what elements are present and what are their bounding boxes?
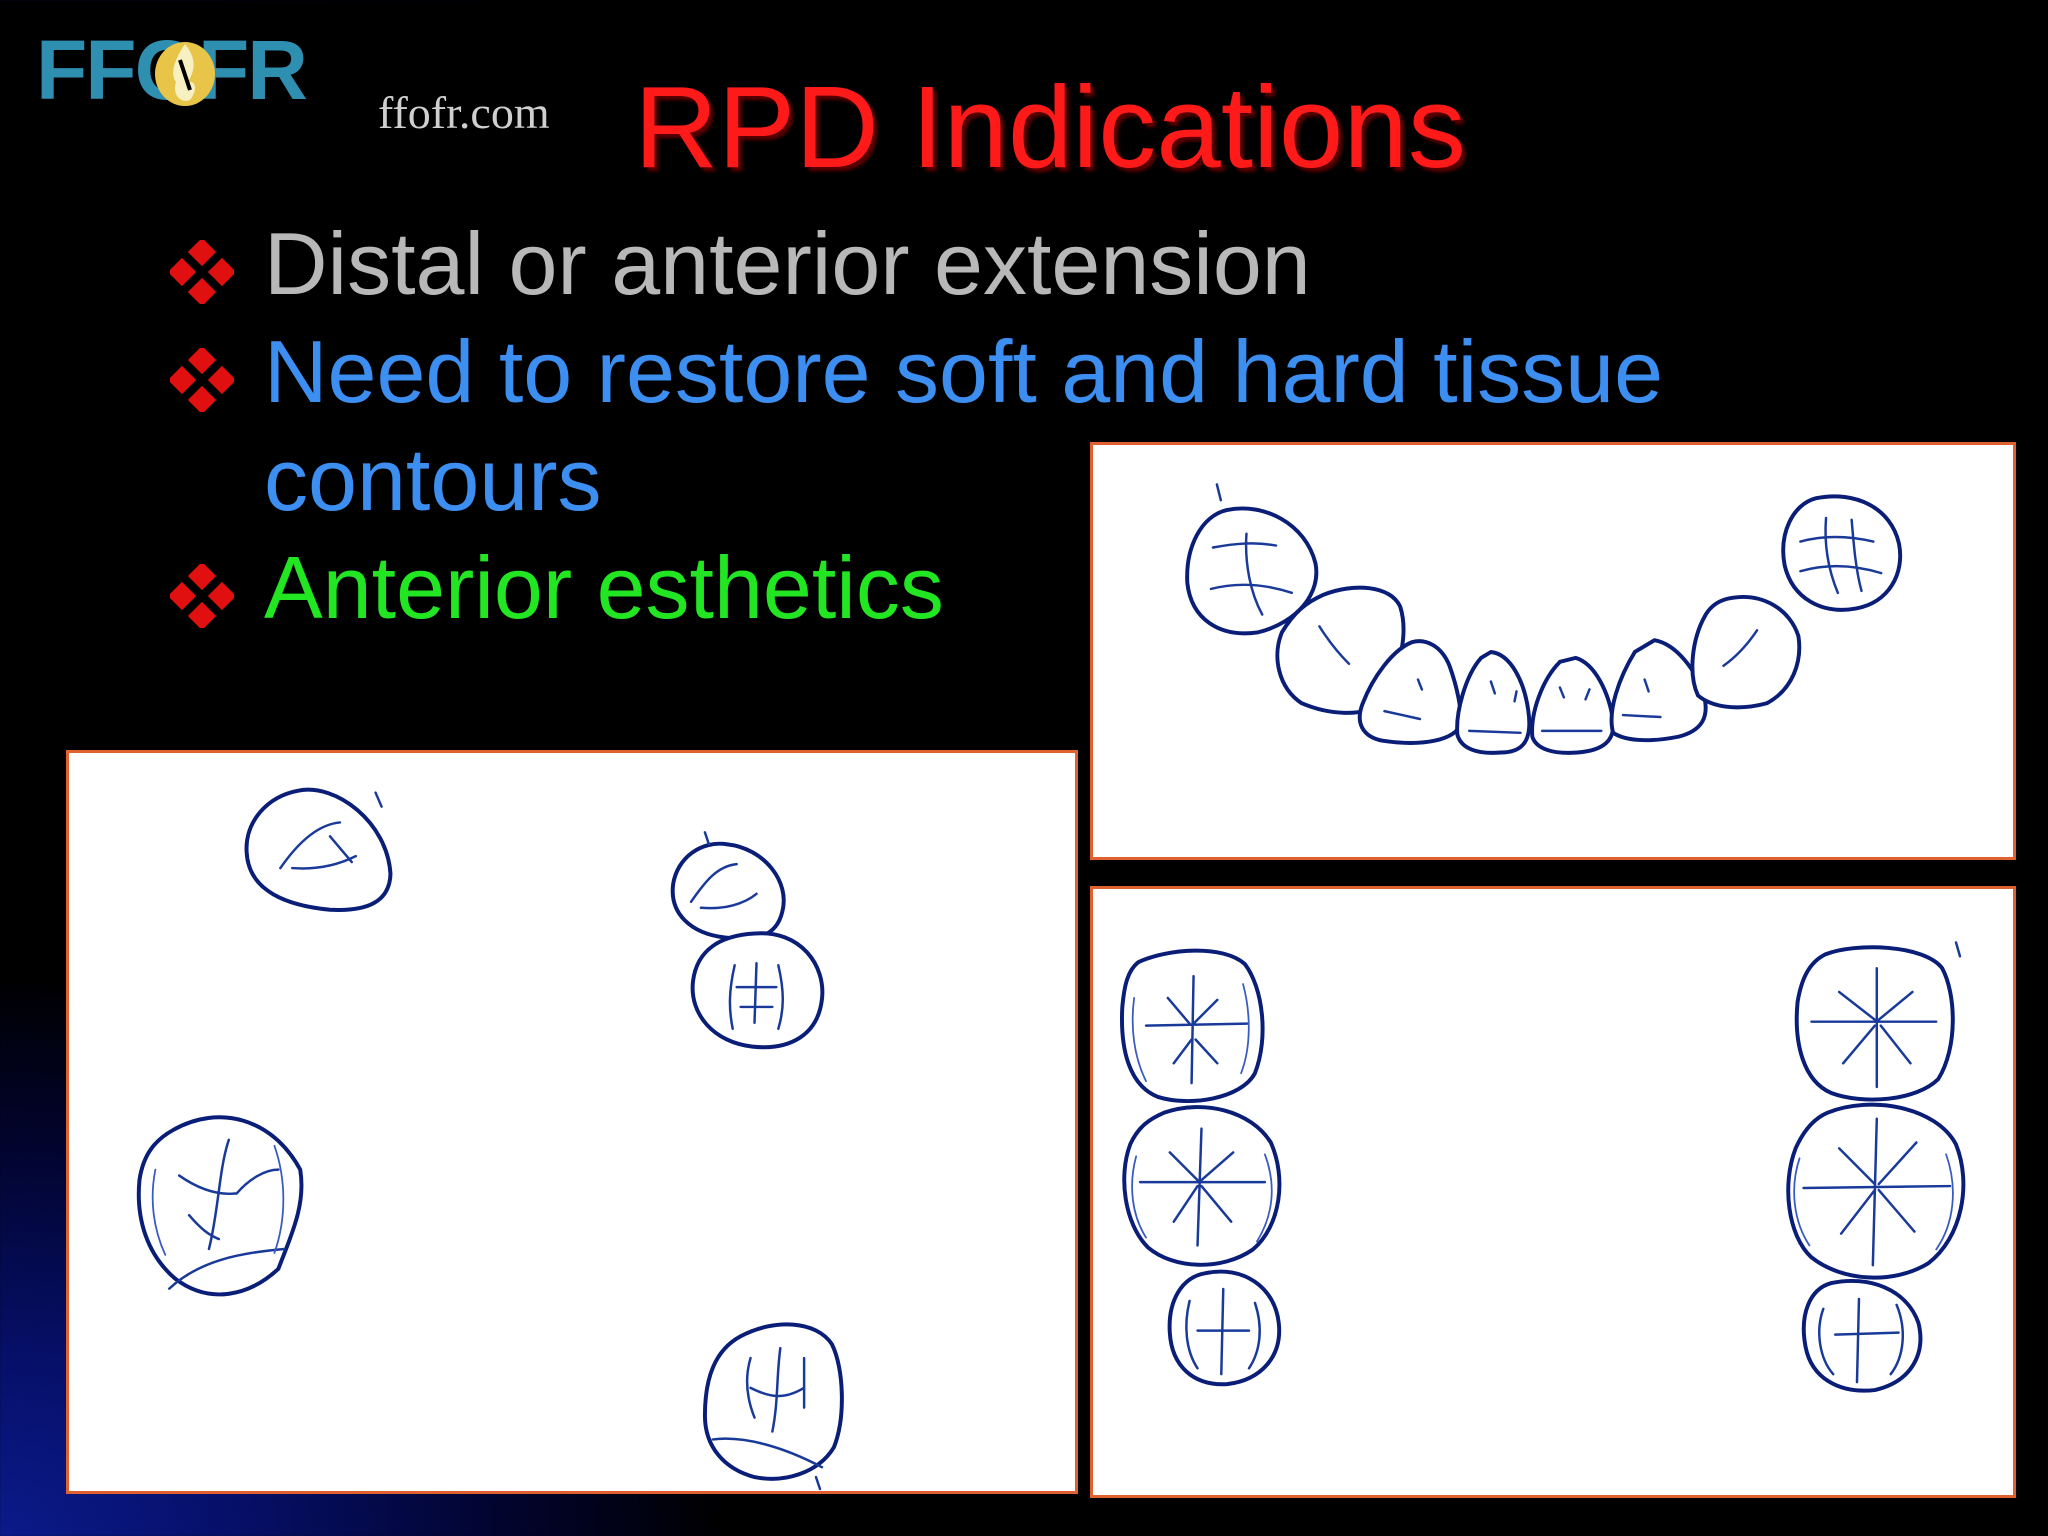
- arch-drawing-svg: [136, 787, 844, 1491]
- four-diamond-icon: [170, 564, 234, 628]
- tooth: [1801, 1278, 1923, 1393]
- logo-url: ffofr.com: [378, 87, 550, 138]
- tooth: [1781, 494, 1903, 612]
- tooth: [1455, 649, 1532, 755]
- bullet-text: Anterior esthetics: [264, 538, 944, 637]
- four-diamond-icon: [170, 348, 234, 412]
- tooth: [670, 831, 786, 941]
- four-diamond-icon: [170, 240, 234, 304]
- tooth: [1794, 941, 1962, 1102]
- tooth: [136, 1115, 304, 1297]
- tooth: [1119, 948, 1265, 1104]
- flame-icon: [155, 42, 215, 106]
- tooth: [1357, 639, 1464, 745]
- posterior-teeth-svg: [1119, 941, 1966, 1393]
- bullet-item: Anterior esthetics: [160, 534, 1810, 642]
- tooth: [690, 931, 825, 1050]
- slide-title: RPD Indications: [634, 62, 1466, 192]
- bullet-item: Need to restore soft and hard tissue con…: [160, 318, 1810, 534]
- bullet-text: Distal or anterior extension: [264, 214, 1311, 313]
- bullet-text-continued: contours: [264, 430, 602, 529]
- partially-edentulous-arch-drawing: [66, 750, 1078, 1494]
- posterior-teeth-drawing: [1090, 886, 2016, 1498]
- tooth: [1690, 595, 1802, 710]
- tooth: [1786, 1102, 1966, 1280]
- tooth: [1530, 655, 1616, 755]
- bullet-list: Distal or anterior extension Need to res…: [160, 210, 1810, 642]
- tooth: [1122, 1105, 1282, 1267]
- tooth: [244, 787, 393, 912]
- anterior-arch-svg: [1185, 483, 1903, 755]
- bullet-text: Need to restore soft and hard tissue: [264, 322, 1664, 421]
- anterior-arch-drawing: [1090, 442, 2016, 860]
- tooth: [702, 1322, 844, 1491]
- tooth: [1185, 483, 1319, 636]
- tooth: [1167, 1269, 1282, 1387]
- bullet-item: Distal or anterior extension: [160, 210, 1810, 318]
